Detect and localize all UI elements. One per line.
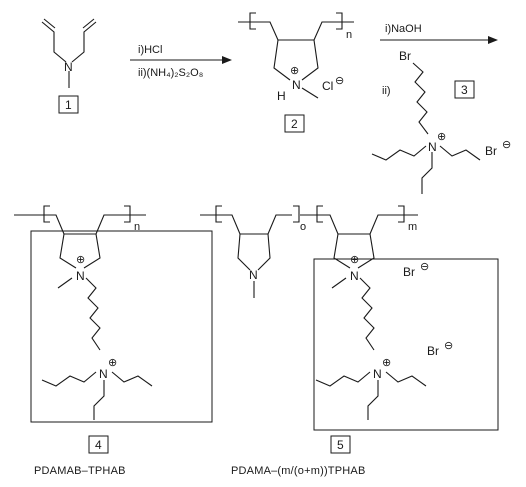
compound-2-structure [238,12,354,99]
compound-5-caption: PDAMA–(m/(o+m))TPHAB [231,465,366,477]
compound-2-number: 2 [291,117,298,131]
compound-5-left-n: N [249,268,258,282]
compound-2-plus: ⊕ [290,65,299,77]
compound-3-minus: ⊖ [502,139,511,151]
reaction-arrow-1-head [222,56,232,64]
step1-reagent-2: ii)(NH₄)₂S₂O₈ [138,67,203,79]
compound-4-structure [14,205,153,420]
compound-4-amm-plus: ⊕ [108,357,117,369]
compound-4-label-box [88,435,109,454]
compound-4-box [30,230,213,423]
compound-5-ring-plus: ⊕ [350,254,359,266]
compound-1-structure [41,18,97,88]
compound-5-number: 5 [337,438,344,452]
compound-5-structure [200,205,427,420]
compound-4-ring-plus: ⊕ [76,254,85,266]
compound-5-minus-1: ⊖ [420,261,429,273]
step2-reagent-1: i)NaOH [385,23,422,35]
compound-3-structure [371,62,481,194]
step2-reagent-2: ii) [382,85,391,97]
compound-3-label-box [454,80,475,99]
compound-1-number: 1 [65,98,72,112]
compound-5-amm-plus: ⊕ [382,357,391,369]
compound-5-minus-2: ⊖ [444,340,453,352]
compound-2-h: H [277,89,286,103]
compound-4-subscript: n [134,221,140,233]
compound-2-minus: ⊖ [335,75,344,87]
compound-5-box [313,258,499,431]
compound-4-ring-n: N [76,269,85,283]
compound-5-subscript-o: o [300,221,306,233]
compound-5-br-1: Br [403,265,415,279]
compound-3-n: N [428,140,437,154]
compound-3-number: 3 [461,83,468,97]
compound-1-n: N [64,60,73,74]
compound-2-label-box [284,114,305,133]
compound-4-number: 4 [95,438,102,452]
compound-5-br-2: Br [427,344,439,358]
compound-5-amm-n: N [373,367,382,381]
compound-5-label-box [330,435,351,454]
compound-5-subscript-m: m [408,221,417,233]
compound-5-ring-n: N [350,269,359,283]
compound-2-subscript: n [346,29,352,41]
compound-2-cl: Cl [322,79,333,93]
compound-3-br-counter: Br [485,144,497,158]
compound-4-caption: PDAMAB–TPHAB [34,465,126,477]
step1-reagent-1: i)HCl [138,44,162,56]
compound-1-label-box [58,95,79,114]
compound-3-br-top: Br [399,49,411,63]
compound-4-amm-n: N [99,367,108,381]
compound-2-n: N [292,78,301,92]
compound-3-plus: ⊕ [437,131,446,143]
reaction-arrow-2-head [488,36,498,44]
